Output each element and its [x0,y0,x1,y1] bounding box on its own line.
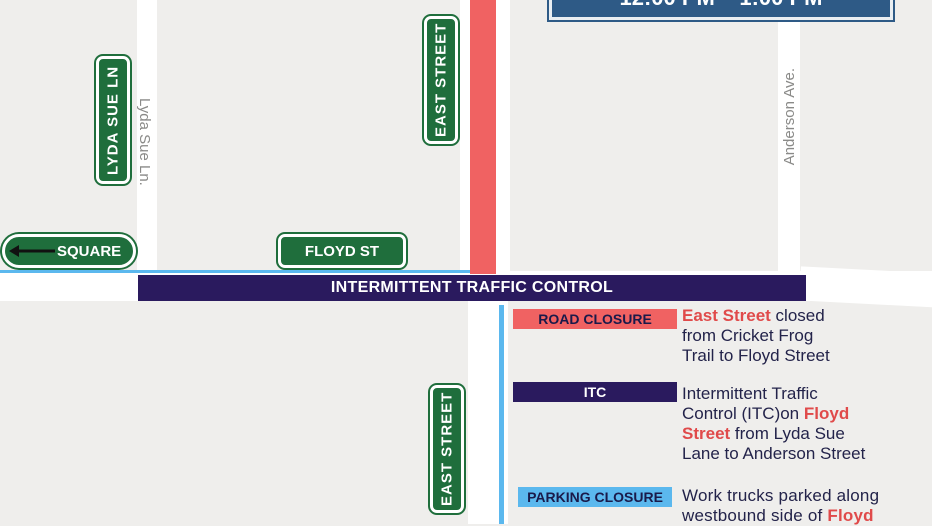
east-street-sign-top-text: EAST STREET [432,22,450,138]
legend-parking-closure-key: PARKING CLOSURE [518,487,672,507]
lyda-sue-ln-sign: LYDA SUE LN [96,56,130,184]
legend-desc-line: East Street closed [682,306,830,326]
east-street-sign-bottom: EAST STREET [430,385,464,513]
parking-closure-line-floyd [0,270,470,273]
parking-closure-line-east [499,305,504,524]
itc-bar-label: INTERMITTENT TRAFFIC CONTROL [330,279,614,296]
legend-desc-highlight: Street [682,424,731,443]
time-banner-text: 12:00 PM – 1:00 PM [620,0,823,11]
legend-desc-text: westbound side of [682,506,828,525]
legend-desc-text: closed [770,306,825,325]
legend-road-closure-label: ROAD CLOSURE [538,311,652,327]
legend-desc-text: Trail to Floyd Street [682,346,830,365]
floyd-road-east-curve [799,266,932,308]
square-direction-sign-text: SQUARE [57,242,122,260]
legend-desc-line: westbound side of Floyd [682,506,879,526]
east-street-sign-bottom-text: EAST STREET [438,391,456,507]
lyda-sue-street-label: Lyda Sue Ln. [136,98,153,186]
legend-desc-line: Work trucks parked along [682,486,879,506]
road-closure-line-east-street [470,0,496,274]
legend-desc-line: Street from Lyda Sue [682,424,865,444]
anderson-road [778,0,800,275]
legend-desc-line: Intermittent Traffic [682,384,865,404]
arrow-left-icon [9,245,55,257]
legend-desc-highlight: Floyd [827,506,874,525]
floyd-st-sign: FLOYD ST [278,234,406,268]
time-banner: 12:00 PM – 1:00 PM [549,0,893,20]
legend-desc-text: from Lyda Sue [730,424,845,443]
legend-desc-text: Intermittent Traffic [682,384,818,403]
legend-desc-text: Work trucks parked along [682,486,880,505]
anderson-street-label: Anderson Ave. [781,68,798,166]
legend-desc-text: Lane to Anderson Street [682,444,866,463]
legend-desc-line: Control (ITC)on Floyd [682,404,865,424]
legend-desc-highlight: Floyd [803,404,850,423]
legend-road-closure-key: ROAD CLOSURE [513,309,677,329]
legend-desc-line: from Cricket Frog [682,326,830,346]
legend-desc-highlight: East Street [682,306,771,325]
legend-desc-line: Trail to Floyd Street [682,346,830,366]
floyd-st-sign-text: FLOYD ST [304,242,380,260]
east-street-sign-top: EAST STREET [424,16,458,144]
legend-desc-text: from Cricket Frog [682,326,814,345]
lyda-sue-ln-sign-text: LYDA SUE LN [104,65,122,175]
legend-desc-text: Control (ITC)on [682,404,804,423]
lyda-sue-road [137,0,157,300]
legend-parking-closure-label: PARKING CLOSURE [527,489,663,505]
legend-desc-line: Lane to Anderson Street [682,444,865,464]
itc-bar: INTERMITTENT TRAFFIC CONTROL [138,275,806,301]
legend-itc-key: ITC [513,382,677,402]
legend-itc-label: ITC [583,384,607,400]
square-direction-sign: SQUARE [2,234,136,268]
